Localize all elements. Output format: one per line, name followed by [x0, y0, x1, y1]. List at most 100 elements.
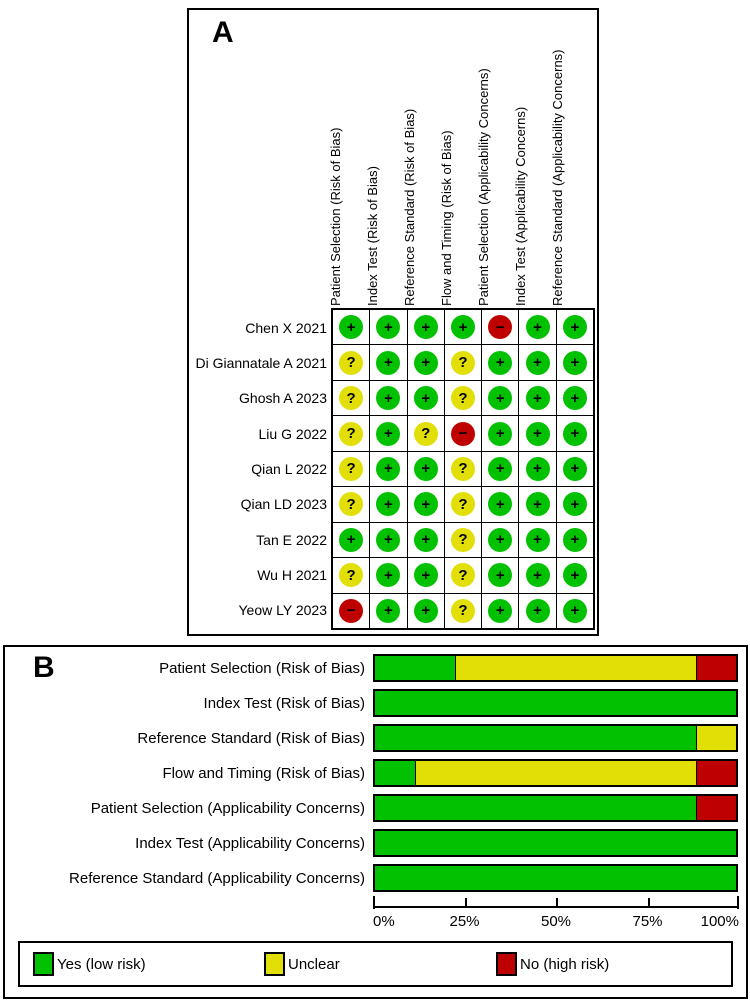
judgement-cell: +: [407, 558, 444, 593]
judgement-cell: +: [556, 310, 593, 345]
stacked-bar: [373, 864, 738, 892]
judgement-circle-low: +: [488, 563, 513, 588]
judgement-symbol: ?: [458, 531, 468, 549]
judgement-cell: +: [519, 451, 556, 487]
judgement-circle-low: +: [339, 315, 364, 340]
matrix-column-header: Index Test (Applicability Concerns): [513, 106, 529, 306]
judgement-cell: +: [444, 310, 482, 345]
judgement-symbol: ?: [458, 460, 468, 478]
stacked-bar: [373, 724, 738, 752]
study-label: Ghosh A 2023: [239, 390, 327, 407]
judgement-circle-low: +: [376, 456, 401, 481]
judgement-symbol: ?: [346, 389, 356, 407]
judgement-cell: +: [556, 522, 593, 558]
judgement-symbol: +: [346, 318, 356, 336]
judgement-symbol: +: [421, 389, 431, 407]
judgement-circle-unclear: ?: [450, 386, 475, 411]
judgement-circle-low: +: [525, 386, 550, 411]
legend-item-high: No (high risk): [496, 943, 609, 985]
judgement-cell: +: [482, 416, 519, 451]
judgement-symbol: +: [421, 566, 431, 584]
judgement-symbol: ?: [458, 389, 468, 407]
matrix-column-header: Index Test (Risk of Bias): [364, 166, 380, 306]
judgement-circle-low: +: [376, 492, 401, 517]
bar-segment-unclear: [695, 726, 736, 750]
judgement-cell: ?: [444, 558, 482, 593]
bar-category-label: Patient Selection (Risk of Bias): [159, 659, 365, 677]
judgement-symbol: +: [384, 318, 393, 336]
bar-rows: Patient Selection (Risk of Bias) Index Te…: [5, 647, 746, 997]
judgement-circle-unclear: ?: [339, 563, 364, 588]
judgement-circle-unclear: ?: [450, 598, 475, 623]
judgement-circle-low: +: [413, 598, 438, 623]
judgement-symbol: +: [495, 531, 505, 549]
bar-segment-high: [695, 796, 736, 820]
bar-category-label: Index Test (Risk of Bias): [203, 694, 365, 712]
bar-segment-high: [695, 761, 736, 785]
judgement-cell: +: [519, 522, 556, 558]
study-label: Chen X 2021: [245, 319, 327, 336]
judgement-circle-low: +: [413, 563, 438, 588]
judgement-cell: +: [407, 451, 444, 487]
judgement-cell: ?: [333, 380, 370, 416]
judgement-symbol: +: [384, 566, 393, 584]
judgement-cell: +: [556, 558, 593, 593]
judgement-symbol: +: [421, 495, 431, 513]
legend-label: Unclear: [288, 955, 340, 973]
judgement-circle-low: +: [413, 315, 438, 340]
judgement-circle-unclear: ?: [450, 527, 475, 552]
judgement-symbol: ?: [346, 354, 356, 372]
judgement-cell: +: [370, 380, 407, 416]
stacked-bar: [373, 794, 738, 822]
judgement-circle-low: +: [376, 315, 401, 340]
judgement-circle-low: +: [488, 350, 513, 375]
matrix-column-header: Patient Selection (Applicability Concern…: [476, 68, 492, 306]
study-label: Wu H 2021: [257, 566, 327, 583]
judgement-circle-low: +: [525, 315, 550, 340]
judgement-symbol: ?: [421, 425, 431, 443]
judgement-circle-low: +: [525, 350, 550, 375]
judgement-cell: ?: [407, 416, 444, 451]
judgement-cell: ?: [444, 522, 482, 558]
legend-swatch-unclear: [264, 952, 285, 976]
study-label: Di Giannatale A 2021: [195, 354, 327, 371]
bar-segment-low: [375, 726, 696, 750]
legend-item-low: Yes (low risk): [33, 943, 146, 985]
judgement-symbol: ?: [346, 566, 356, 584]
legend: Yes (low risk) Unclear No (high risk): [18, 941, 733, 987]
judgement-symbol: +: [421, 354, 431, 372]
judgement-symbol: −: [458, 425, 468, 443]
judgement-cell: ?: [333, 345, 370, 380]
judgement-cell: +: [333, 522, 370, 558]
judgement-symbol: ?: [346, 495, 356, 513]
judgement-cell: +: [482, 593, 519, 628]
judgement-cell: +: [519, 558, 556, 593]
judgement-cell: +: [407, 593, 444, 628]
judgement-cell: ?: [444, 593, 482, 628]
judgement-symbol: +: [421, 531, 431, 549]
matrix-header-row: Patient Selection (Risk of Bias)Index Te…: [189, 10, 597, 306]
judgement-cell: +: [482, 380, 519, 416]
judgement-circle-low: +: [525, 598, 550, 623]
judgement-circle-low: +: [562, 350, 587, 375]
panel-b-label: B: [33, 651, 55, 684]
bar-segment-low: [375, 656, 456, 680]
judgement-symbol: +: [384, 495, 393, 513]
judgement-circle-low: +: [413, 350, 438, 375]
judgement-symbol: ?: [458, 566, 468, 584]
judgement-cell: +: [370, 451, 407, 487]
judgement-symbol: +: [495, 460, 505, 478]
judgement-symbol: +: [384, 460, 393, 478]
stacked-bar: [373, 829, 738, 857]
judgement-symbol: +: [570, 318, 580, 336]
judgement-circle-low: +: [525, 563, 550, 588]
judgement-circle-low: +: [525, 492, 550, 517]
judgement-cell: +: [407, 380, 444, 416]
judgement-cell: ?: [444, 345, 482, 380]
judgement-symbol: +: [570, 531, 580, 549]
judgement-circle-low: +: [525, 421, 550, 446]
matrix-column-header: Reference Standard (Risk of Bias): [401, 108, 417, 306]
judgement-cell: +: [407, 345, 444, 380]
judgement-circle-low: +: [376, 527, 401, 552]
judgement-cell: +: [370, 345, 407, 380]
